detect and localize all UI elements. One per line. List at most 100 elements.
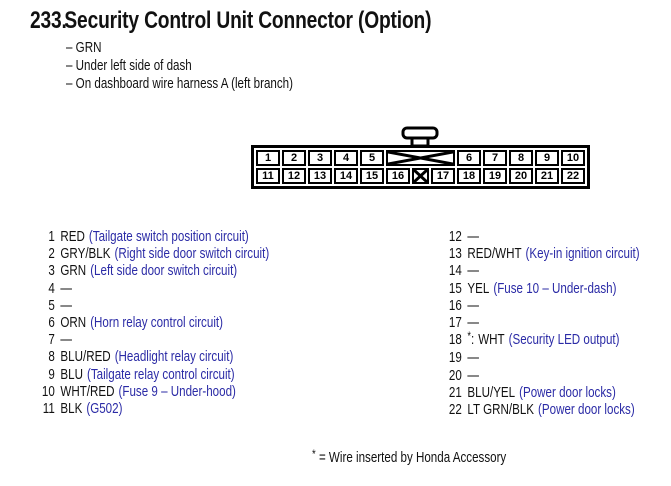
pin-separator: : (470, 332, 475, 349)
pin-row: 10 WHT/RED(Fuse 9 – Under-hood) (30, 384, 269, 401)
pin-row: 14 — (437, 263, 640, 280)
footnote-text: = Wire inserted by Honda Accessory (318, 450, 507, 466)
crossed-blank-cell-icon (412, 168, 429, 184)
connector-pin-cell: 17 (431, 168, 455, 184)
pin-wire-color: — (467, 297, 479, 314)
pin-number: 1 (48, 229, 55, 245)
pin-wire-color: GRY/BLK (60, 246, 111, 263)
connector-pin-cell: 12 (282, 168, 306, 184)
pin-number: 6 (48, 315, 55, 332)
pin-wire-color: BLU/YEL (467, 384, 516, 401)
pin-number: 20 (448, 367, 462, 384)
connector-pin-cell: 11 (256, 168, 280, 184)
pin-row: 19— (437, 350, 640, 367)
connector-pin-cell: 1 (256, 150, 280, 166)
pin-circuit-label: (Fuse 9 – Under-hood) (118, 383, 236, 400)
pin-circuit-label: (G502) (86, 401, 123, 418)
pin-circuit-label: (Power door locks) (519, 384, 616, 401)
pin-row: 6 ORN(Horn relay control circuit) (30, 315, 269, 332)
pin-row: 22 LT GRN/BLK(Power door locks) (437, 402, 640, 419)
pin-wire-color: RED/WHT (467, 246, 522, 263)
pin-number: 3 (48, 263, 55, 280)
pin-number: 15 (448, 280, 462, 297)
pin-circuit-label: (Headlight relay circuit) (114, 349, 234, 366)
connector-pin-cell: 5 (360, 150, 384, 166)
pin-wire-color: BLK (60, 401, 83, 418)
pin-number: 18 (448, 332, 462, 349)
pin-wire-color: — (467, 229, 479, 245)
pin-circuit-label: (Tailgate relay control circuit) (86, 366, 235, 383)
pin-number: 7 (48, 332, 55, 349)
pin-wire-color: ORN (60, 315, 87, 332)
page-title: 233. Security Control Unit Connector (Op… (30, 7, 431, 35)
pin-wire-color: — (467, 350, 479, 367)
pin-circuit-label: (Horn relay control circuit) (90, 315, 223, 332)
asterisk-mark: * (467, 331, 471, 344)
note-line: – GRN (66, 40, 102, 56)
pin-wire-color: — (60, 332, 72, 349)
pin-circuit-label: (Security LED output) (508, 332, 620, 349)
connector-pin-cell: 22 (561, 168, 585, 184)
connector-pin-cell: 16 (386, 168, 410, 184)
pin-number: 14 (448, 263, 462, 280)
note-line: – Under left side of dash (66, 58, 192, 74)
pin-wire-color: — (60, 280, 72, 297)
connector-pin-cell: 3 (308, 150, 332, 166)
pin-row: 7— (30, 332, 269, 349)
pin-row: 21 BLU/YEL(Power door locks) (437, 385, 640, 402)
pin-row: 4— (30, 281, 269, 298)
pin-wire-color: — (60, 297, 72, 314)
pin-circuit-label: (Tailgate switch position circuit) (88, 229, 249, 245)
asterisk-mark: * (312, 447, 316, 461)
connector-pin-cell: 13 (308, 168, 332, 184)
pin-number: 22 (448, 402, 462, 419)
pin-number: 10 (41, 383, 55, 400)
pin-wire-color: — (467, 315, 479, 332)
pin-number: 2 (48, 246, 55, 263)
pin-row: 16 — (437, 298, 640, 315)
pin-row: 11 BLK(G502) (30, 401, 269, 418)
pin-number: 16 (448, 297, 462, 314)
connector-latch-icon (401, 126, 439, 148)
connector-pin-cell: 4 (334, 150, 358, 166)
pin-wire-color: WHT/RED (60, 383, 115, 400)
connector-pin-cell: 6 (457, 150, 481, 166)
pin-number: 11 (42, 401, 55, 418)
pin-wire-color: — (467, 263, 479, 280)
pin-row: 17— (437, 315, 640, 332)
connector-pin-cell: 14 (334, 168, 358, 184)
pin-row: 18 *:WHT(Security LED output) (437, 331, 640, 350)
connector-pin-cell: 19 (483, 168, 507, 184)
pin-wire-color: YEL (467, 280, 490, 297)
connector-pin-cell: 10 (561, 150, 585, 166)
pin-wire-color: WHT (478, 332, 505, 349)
section-number: 233. (30, 7, 67, 34)
pin-row: 5— (30, 298, 269, 315)
pin-row: 20 — (437, 368, 640, 385)
pin-number: 21 (448, 384, 462, 401)
pin-number: 4 (48, 280, 55, 297)
pin-circuit-label: (Right side door switch circuit) (114, 246, 270, 263)
pin-circuit-label: (Key-in ignition circuit) (525, 246, 640, 263)
pin-wire-color: — (467, 367, 479, 384)
pin-wire-color: GRN (60, 263, 87, 280)
pin-number: 5 (48, 297, 55, 314)
connector-pin-cell: 7 (483, 150, 507, 166)
pin-number: 9 (48, 366, 55, 383)
connector-pin-cell: 21 (535, 168, 559, 184)
pin-circuit-label: (Power door locks) (538, 402, 635, 419)
pin-circuit-label: (Left side door switch circuit) (90, 263, 238, 280)
pin-number: 13 (448, 246, 462, 263)
pin-wire-color: LT GRN/BLK (467, 402, 535, 419)
crossed-blank-cell-icon (386, 150, 455, 166)
pin-row: 13 RED/WHT(Key-in ignition circuit) (437, 246, 640, 263)
